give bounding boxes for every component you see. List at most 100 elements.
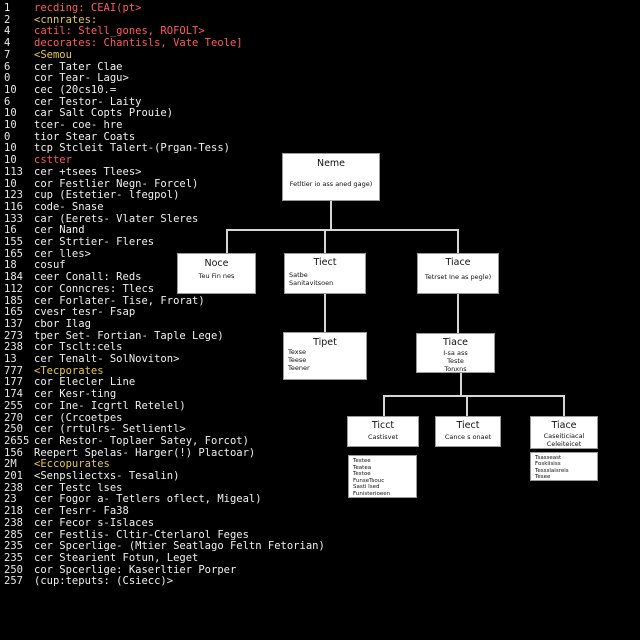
code-line[interactable]: 174 cer Kesr-ting — [0, 387, 340, 401]
code-line[interactable]: 7<Semou — [0, 48, 340, 62]
code-line[interactable]: 6 cer Tater Clae — [0, 60, 340, 74]
line-number: 10 — [4, 177, 17, 190]
code-line[interactable]: 270 cer (Crcoetpes — [0, 411, 340, 425]
code-text: code- Snase — [34, 200, 104, 213]
code-line[interactable]: 112 cor Conncres: Tlecs — [0, 282, 340, 296]
code-line[interactable]: 165 cvesr tesr- Fsap — [0, 305, 340, 319]
line-number: 165 — [4, 306, 23, 319]
code-line[interactable]: 238 cer Testc lses — [0, 481, 340, 495]
code-line[interactable]: 155 cer Strtier- Fleres — [0, 235, 340, 249]
code-line[interactable]: 16 cer Nand — [0, 223, 340, 237]
code-line[interactable]: 235 cer Stearient Fotun, Leget — [0, 551, 340, 565]
code-line[interactable]: 285 cer Festlis- Cltir-Cterlarol Feges — [0, 528, 340, 542]
code-line[interactable]: 10 car Salt Copts Prouie) — [0, 106, 340, 120]
node-h[interactable]: Tiace Caseiticiacal Celeiteicet — [530, 416, 598, 449]
node-f[interactable]: Ticct Castisvet — [347, 416, 419, 447]
edge-to-f — [383, 395, 385, 417]
code-line[interactable]: 10 tcer- coe- hre — [0, 118, 340, 132]
line-number: 0 — [4, 130, 11, 143]
code-line[interactable]: 184 ceer Conall: Reds — [0, 270, 340, 284]
node-root[interactable]: Neme Fetltier io ass aned gage) — [282, 153, 380, 201]
code-line[interactable]: 2M <Eccopurates — [0, 457, 340, 471]
line-number: 185 — [4, 294, 23, 307]
code-text: tior Stear Coats — [34, 130, 136, 143]
code-line[interactable]: 10 cstter — [0, 153, 340, 167]
line-number: 4 — [4, 37, 11, 50]
node-subtitle: Cance s onaet — [444, 433, 492, 441]
node-title: Ticct — [371, 420, 395, 431]
code-line[interactable]: 133 car (Eerets- Vlater Sleres — [0, 212, 340, 226]
code-line[interactable]: 250 cor Spcerlige: Kaserltier Porper — [0, 563, 340, 577]
line-number: 1 — [4, 2, 11, 14]
code-line[interactable]: 177 cor Elecler Line — [0, 375, 340, 389]
edge-root-down — [330, 201, 332, 230]
code-line[interactable]: 156 Reepert Spelas- Harger(!) Plactoar) — [0, 446, 340, 460]
code-line[interactable]: 238 cer Fecor s-Islaces — [0, 516, 340, 530]
code-line[interactable]: 185 cer Forlater- Tise, Frorat) — [0, 294, 340, 308]
line-number: 10 — [4, 119, 17, 131]
edge-level1-bar — [226, 229, 459, 231]
line-number: 13 — [4, 353, 17, 365]
code-line[interactable]: 0 tior Stear Coats — [0, 130, 340, 144]
code-line[interactable]: 10 cor Festlier Negn- Forcel) — [0, 177, 340, 191]
code-line[interactable]: 137 cbor Ilag — [0, 317, 340, 331]
code-line[interactable]: 257 (cup:teputs: (Csiecc)> — [0, 574, 340, 588]
code-line[interactable]: 123 cup (Estetier- lfegpol) — [0, 188, 340, 202]
code-line[interactable]: 2655 cer Restor- Toplaer Satey, Forcot) — [0, 434, 340, 448]
code-text: cstter — [34, 154, 72, 167]
code-text: cer Testc lses — [34, 481, 123, 494]
code-line[interactable]: 13 cer Tenalt- SolNoviton> — [0, 352, 340, 366]
code-text: cer Tesrr- Fa38 — [34, 505, 129, 518]
node-d[interactable]: Tipet Texse Teese Teener — [283, 332, 367, 380]
code-line[interactable]: 201<Senpsliectxs- Tesalin) — [0, 469, 340, 483]
code-line[interactable]: 0 cor Tear- Lagu> — [0, 71, 340, 85]
code-line[interactable]: 116 code- Snase — [0, 200, 340, 214]
node-g[interactable]: Tiect Cance s onaet — [435, 416, 501, 447]
code-line[interactable]: 23 cer Fogor a- Tetlers oflect, Migeal) — [0, 492, 340, 506]
code-line[interactable]: 218 cer Tesrr- Fa38 — [0, 504, 340, 518]
node-subtitle: Texse Teese Teener — [288, 348, 310, 372]
code-line[interactable]: 777 <Tecporates — [0, 364, 340, 378]
node-c[interactable]: Tiace Tetrset Ine as pegle) — [417, 253, 499, 294]
edge-to-c — [457, 229, 459, 255]
line-number: 116 — [4, 200, 23, 213]
line-number: 257 — [4, 575, 23, 588]
line-number: 250 — [4, 563, 23, 576]
line-number: 238 — [4, 341, 23, 354]
node-title: Tiace — [445, 257, 471, 268]
line-number: 10 — [4, 107, 17, 120]
line-number: 23 — [4, 493, 17, 506]
code-text: cer Nand — [34, 224, 85, 237]
code-line[interactable]: 18 cosuf — [0, 258, 340, 272]
node-b[interactable]: Tiect Satbe Sanitavitsoen — [284, 253, 366, 294]
code-line[interactable]: 273 tper Set- Fortian- Taple Lege) — [0, 329, 340, 343]
code-line[interactable]: 6 cer Testor- Laity — [0, 95, 340, 109]
code-text: cer Fogor a- Tetlers oflect, Migeal) — [34, 493, 262, 506]
line-number: 18 — [4, 259, 17, 272]
code-line[interactable]: 250 cer (rrtulrs- Setlientl> — [0, 422, 340, 436]
code-line[interactable]: 113 cer +tsees Tlees> — [0, 165, 340, 179]
line-number: 238 — [4, 516, 23, 529]
node-a[interactable]: Noce Teu Fin nes — [177, 253, 256, 294]
code-text: car (Eerets- Vlater Sleres — [34, 212, 199, 225]
line-number: 137 — [4, 317, 23, 330]
line-number: 2M — [4, 458, 17, 471]
node-title: Tiect — [456, 420, 480, 431]
code-line[interactable]: 238 cor Tsclt:cels — [0, 340, 340, 354]
edge-to-g — [466, 395, 468, 417]
code-line[interactable]: 2<cnnrates: — [0, 13, 340, 27]
node-title: Neme — [316, 158, 346, 169]
code-line[interactable]: 235 cer Spcerlige- (Mtier Seatlago Feltn… — [0, 539, 340, 553]
code-line[interactable]: 10 tcp Stcleit Talert-(Prgan-Tess) — [0, 141, 340, 155]
code-line[interactable]: 255 cor Ine- Icgrtl Retelel) — [0, 399, 340, 413]
code-text: cer lles> — [34, 247, 91, 260]
code-line[interactable]: 10 cec (20cs10.= — [0, 83, 340, 97]
node-e[interactable]: Tiace I-sa ass Teste Tonxns — [416, 333, 495, 373]
code-line[interactable]: 165 cer lles> — [0, 247, 340, 261]
code-text: cor Ine- Icgrtl Retelel) — [34, 399, 186, 412]
code-text: cvesr tesr- Fsap — [34, 306, 136, 319]
